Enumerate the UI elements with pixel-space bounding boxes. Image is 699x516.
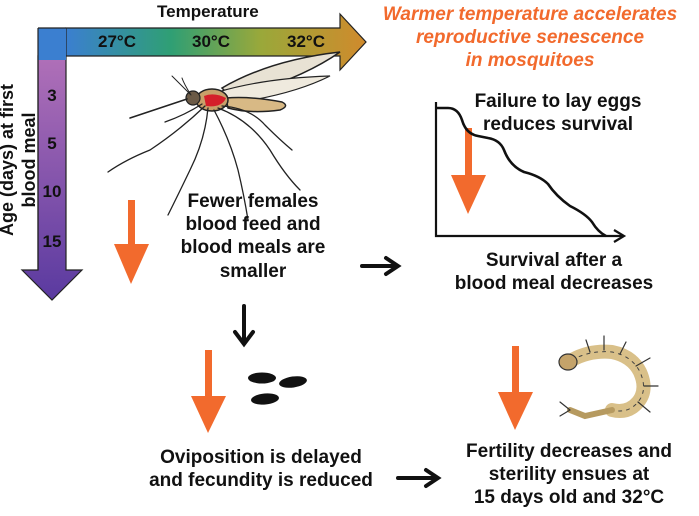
- eggs-icon: [248, 372, 307, 405]
- larva-icon: [558, 335, 659, 420]
- title-line-2: reproductive senescence: [415, 26, 645, 48]
- fertility-line-2: sterility ensues at: [488, 464, 650, 486]
- fertility-line-3: 15 days old and 32°C: [473, 487, 665, 509]
- decrease-arrow-survival: [451, 128, 486, 214]
- age-tick-3: 3: [47, 86, 57, 105]
- oviposition-line-2: and fecundity is reduced: [149, 470, 373, 492]
- fertility-line-1: Fertility decreases and: [466, 441, 672, 462]
- age-axis-label-line-1: Age (days) at first: [0, 83, 17, 237]
- fertility-text: Fertility decreases and sterility ensues…: [440, 440, 698, 510]
- arrow-to-fertility: [396, 468, 442, 488]
- age-tick-5: 5: [47, 134, 57, 153]
- oviposition-line-1: Oviposition is delayed: [160, 447, 362, 468]
- decrease-arrow-fertility: [498, 346, 533, 430]
- survival-line-1: Survival after a: [485, 250, 623, 271]
- temperature-tick-32: 32°C: [287, 32, 325, 51]
- failure-line-2: reduces survival: [483, 114, 633, 136]
- feeding-line-2: blood feed and: [185, 214, 321, 236]
- age-tick-15: 15: [42, 232, 62, 251]
- age-tick-10: 10: [42, 182, 62, 201]
- title-line-1: Warmer temperature accelerates: [382, 4, 678, 25]
- arrow-to-oviposition: [233, 304, 255, 348]
- feeding-line-4: smaller: [219, 260, 287, 282]
- failure-line-1: Failure to lay eggs: [474, 91, 642, 112]
- mosquito-icon: [107, 51, 341, 221]
- arrow-to-survival: [360, 256, 402, 276]
- temperature-axis-label: Temperature: [157, 2, 259, 21]
- decrease-arrow-oviposition: [191, 350, 226, 433]
- decrease-arrow-feeding: [114, 200, 149, 284]
- oviposition-text: Oviposition is delayed and fecundity is …: [130, 446, 392, 492]
- survival-line-2: blood meal decreases: [454, 273, 654, 295]
- failure-text: Failure to lay eggs reduces survival: [452, 90, 664, 136]
- title-line-3: in mosquitoes: [465, 49, 595, 71]
- temperature-tick-30: 30°C: [192, 32, 230, 51]
- diagram-title: Warmer temperature accelerates reproduct…: [362, 4, 698, 72]
- feeding-line-1: Fewer females: [187, 191, 319, 212]
- temperature-arrow: [65, 12, 367, 72]
- feeding-line-3: blood meals are: [180, 237, 326, 259]
- temperature-tick-27: 27°C: [98, 32, 136, 51]
- age-arrow: [20, 27, 84, 301]
- survival-text: Survival after a blood meal decreases: [420, 249, 688, 295]
- feeding-text: Fewer females blood feed and blood meals…: [155, 190, 351, 283]
- survival-curve-icon: [434, 102, 627, 243]
